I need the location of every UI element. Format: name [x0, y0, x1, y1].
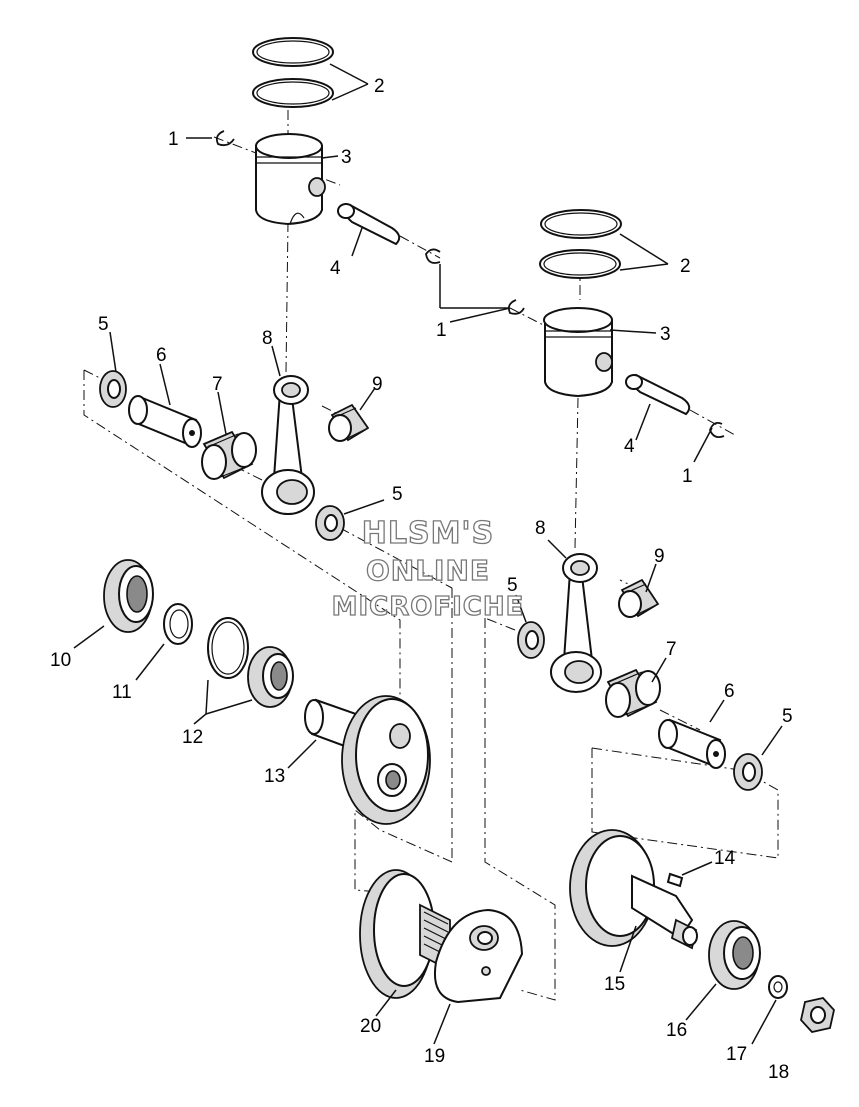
callout-17: 17 [726, 1044, 747, 1065]
watermark-line-3: MICROFICHE [332, 592, 525, 622]
callout-6: 6 [724, 681, 735, 702]
callout-5: 5 [782, 706, 793, 727]
callout-4: 4 [330, 258, 341, 279]
callout-8: 8 [262, 328, 273, 349]
needle-bearing-large-left [201, 430, 257, 480]
callout-1: 1 [168, 129, 179, 150]
thrust-washer-5-upper-left [99, 370, 127, 408]
callout-4: 4 [624, 436, 635, 457]
crankshaft-half-20 [359, 869, 451, 999]
thrust-washer-5-mid-right [517, 621, 545, 659]
watermark: HLSM'S ONLINE MICROFICHE [331, 515, 525, 622]
connecting-rod-right [550, 553, 602, 693]
callout-12: 12 [182, 727, 203, 748]
callout-9: 9 [372, 374, 383, 395]
watermark-line-2: ONLINE [366, 554, 490, 587]
circlip-left-top [215, 130, 235, 147]
piston-rings-left [252, 37, 334, 108]
washer-17 [768, 975, 788, 999]
circlip-left-pin [425, 248, 441, 264]
callout-5: 5 [507, 575, 518, 596]
callout-6: 6 [156, 345, 167, 366]
piston-rings-right [539, 209, 622, 279]
connecting-rod-left [261, 375, 315, 515]
callout-8: 8 [535, 518, 546, 539]
crankshaft-half-15 [569, 829, 698, 950]
callout-5: 5 [392, 484, 403, 505]
woodruff-key-14 [666, 872, 684, 888]
thrust-washer-5-lower-right [733, 753, 763, 791]
callout-1: 1 [436, 320, 447, 341]
callout-7: 7 [666, 639, 677, 660]
thrust-washer-5-mid-left [315, 505, 345, 541]
crank-pin-right [658, 718, 726, 769]
watermark-line-1: HLSM'S [362, 516, 494, 551]
needle-bearing-small-left [328, 403, 370, 442]
callout-19: 19 [424, 1046, 445, 1067]
callout-2: 2 [374, 76, 385, 97]
callout-labels: 1 2 3 4 2 1 3 5 6 7 8 9 4 1 5 8 9 5 10 1… [50, 76, 793, 1083]
piston-left [255, 133, 326, 226]
callout-3: 3 [660, 324, 671, 345]
needle-bearing-small-right [618, 578, 660, 618]
callout-14: 14 [714, 848, 736, 869]
seal-ring-11 [163, 603, 193, 645]
ball-bearing-10 [103, 559, 154, 633]
needle-bearing-large-right [605, 668, 661, 718]
callout-3: 3 [341, 147, 352, 168]
crankshaft-half-13 [304, 695, 431, 825]
leader-lines [73, 63, 783, 1045]
circlip-right-top [507, 299, 525, 315]
callout-9: 9 [654, 546, 665, 567]
callout-2: 2 [680, 256, 691, 277]
nut-18 [800, 997, 835, 1033]
piston-pin-left [337, 203, 401, 246]
callout-13: 13 [264, 766, 285, 787]
callout-5: 5 [98, 314, 109, 335]
callout-10: 10 [50, 650, 71, 671]
crank-web-19 [434, 908, 524, 1004]
callout-1: 1 [682, 466, 693, 487]
snap-ring-12 [207, 617, 249, 679]
callout-7: 7 [212, 374, 223, 395]
callout-16: 16 [666, 1020, 687, 1041]
crank-pin-left [128, 395, 202, 448]
ball-bearing-12 [247, 646, 294, 708]
callout-15: 15 [604, 974, 625, 995]
callout-18: 18 [768, 1062, 789, 1083]
ball-bearing-16 [708, 920, 761, 990]
piston-pin-right [625, 373, 691, 416]
circlip-right-pin [709, 421, 725, 439]
piston-right [543, 307, 613, 398]
callout-11: 11 [112, 682, 132, 703]
callout-20: 20 [360, 1016, 381, 1037]
